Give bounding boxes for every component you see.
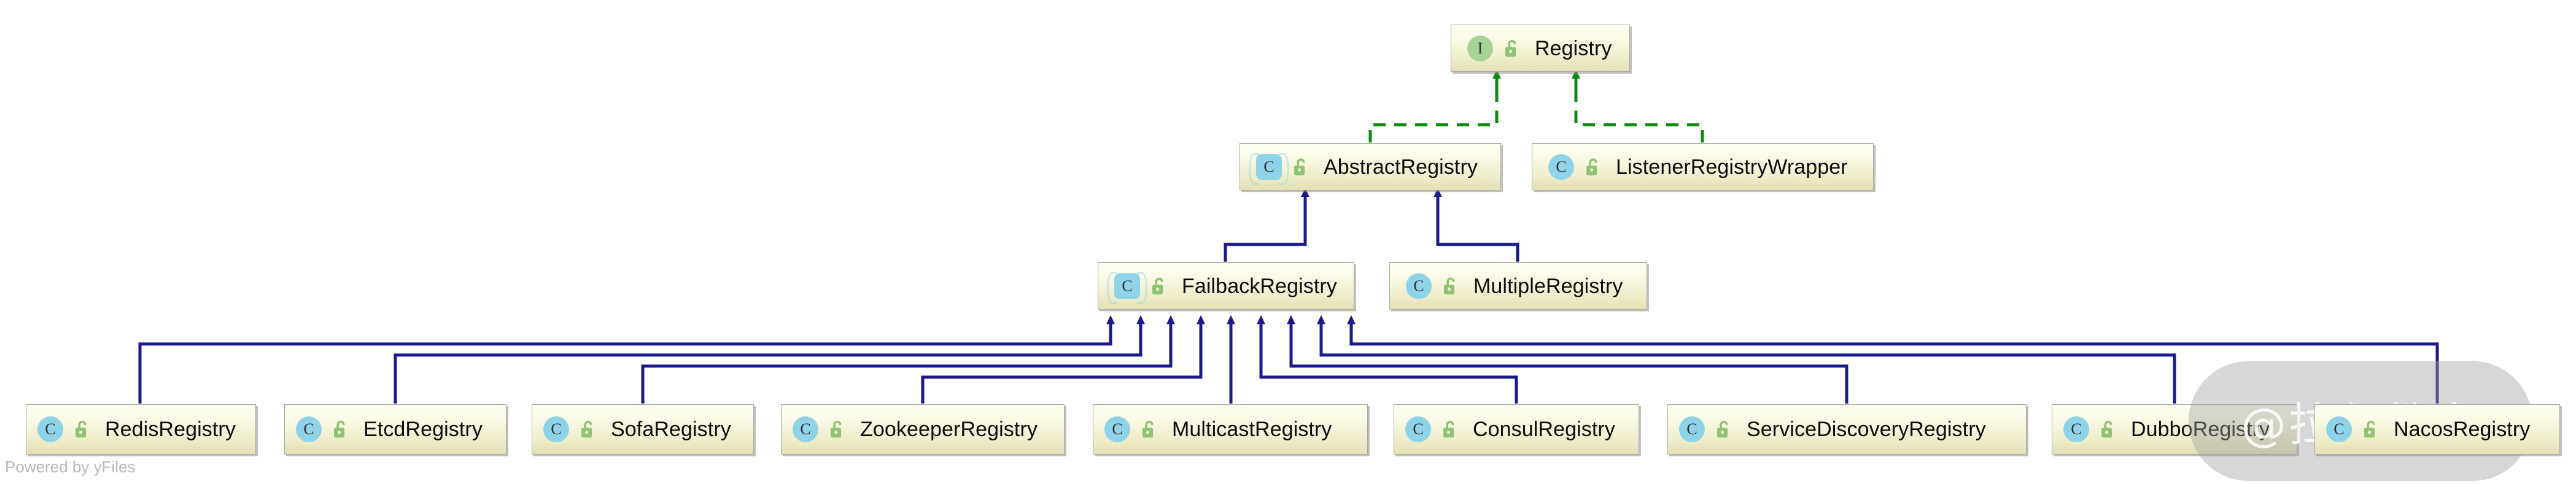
class-node-label: EtcdRegistry: [363, 418, 483, 441]
class-node-sofa-registry[interactable]: C SofaRegistry: [532, 404, 754, 455]
edge-service-discovery-registry-to-failback-registry: [1287, 315, 1849, 404]
class-node-label: DubboRegistry: [2131, 418, 2270, 441]
class-badge-icon: C: [2063, 416, 2089, 442]
class-node-nacos-registry[interactable]: C NacosRegistry: [2314, 404, 2560, 455]
node-icons: C: [543, 416, 597, 442]
unlock-icon: [1294, 158, 1305, 175]
class-badge-icon: C: [1548, 154, 1574, 180]
edge-multiple-registry-to-abstract-registry: [1433, 188, 1519, 262]
class-node-label: ConsulRegistry: [1473, 418, 1615, 441]
unlock-icon: [76, 421, 87, 438]
edge-redis-registry-to-failback-registry: [138, 315, 1115, 404]
powered-by-credit: Powered by yFiles: [5, 458, 136, 476]
class-node-label: ZookeeperRegistry: [860, 418, 1038, 441]
class-badge-icon: C: [1679, 416, 1705, 442]
node-icons: C: [1406, 273, 1460, 299]
class-node-label: FailbackRegistry: [1182, 274, 1337, 298]
class-node-multiple-registry[interactable]: C MultipleRegistry: [1389, 262, 1647, 310]
unlock-icon: [334, 421, 345, 438]
class-badge-icon: C: [296, 416, 322, 442]
class-node-label: ServiceDiscoveryRegistry: [1747, 418, 1986, 441]
edge-failback-registry-to-abstract-registry: [1224, 188, 1309, 262]
class-node-service-discovery-registry[interactable]: C ServiceDiscoveryRegistry: [1667, 404, 2027, 455]
node-icons: C: [1548, 154, 1602, 180]
node-icons: C: [2063, 416, 2117, 442]
class-node-label: NacosRegistry: [2394, 418, 2531, 441]
unlock-icon: [1586, 158, 1597, 175]
class-node-zookeeper-registry[interactable]: C ZookeeperRegistry: [781, 404, 1065, 455]
abstract-class-badge-icon: C: [1107, 271, 1147, 304]
class-badge-icon: C: [1405, 416, 1431, 442]
class-node-redis-registry[interactable]: C RedisRegistry: [26, 404, 256, 455]
class-node-consul-registry[interactable]: C ConsulRegistry: [1394, 404, 1639, 455]
abstract-class-badge-icon: C: [1249, 152, 1289, 185]
class-badge-icon: C: [543, 416, 569, 442]
node-icons: C: [1405, 416, 1459, 442]
unlock-icon: [831, 421, 842, 438]
edge-listener-registry-wrapper-to-registry: [1572, 69, 1704, 142]
interface-badge-icon: I: [1467, 35, 1493, 61]
node-icons: C: [2326, 416, 2380, 442]
class-node-abstract-registry[interactable]: C AbstractRegistry: [1240, 143, 1501, 190]
edge-sofa-registry-to-failback-registry: [641, 315, 1175, 404]
unlock-icon: [2364, 421, 2375, 438]
class-node-dubbo-registry[interactable]: C DubboRegistry: [2052, 404, 2297, 455]
edge-dubbo-registry-to-failback-registry: [1317, 315, 2176, 404]
class-badge-icon: C: [793, 416, 818, 442]
class-node-multicast-registry[interactable]: C MulticastRegistry: [1093, 404, 1368, 455]
class-badge-icon: C: [2326, 416, 2352, 442]
class-node-failback-registry[interactable]: C FailbackRegistry: [1098, 262, 1354, 310]
unlock-icon: [1505, 39, 1516, 57]
class-node-label: Registry: [1535, 36, 1612, 60]
unlock-icon: [1143, 421, 1154, 438]
node-icons: C: [1249, 152, 1310, 185]
node-icons: C: [793, 416, 847, 442]
edge-zookeeper-registry-to-failback-registry: [921, 315, 1205, 404]
class-node-label: RedisRegistry: [105, 418, 236, 441]
edge-nacos-registry-to-failback-registry: [1347, 315, 2439, 404]
node-icons: I: [1467, 35, 1521, 61]
node-icons: C: [1107, 271, 1168, 304]
node-icons: C: [1679, 416, 1733, 442]
class-node-etcd-registry[interactable]: C EtcdRegistry: [284, 404, 506, 455]
class-node-label: MultipleRegistry: [1473, 274, 1623, 298]
class-badge-icon: C: [37, 416, 63, 442]
edge-consul-registry-to-failback-registry: [1257, 315, 1518, 404]
class-node-label: AbstractRegistry: [1324, 155, 1478, 179]
unlock-icon: [1152, 277, 1163, 294]
node-icons: C: [1104, 416, 1158, 442]
class-badge-icon: C: [1406, 273, 1432, 299]
edge-abstract-registry-to-registry: [1368, 69, 1501, 142]
unlock-icon: [581, 421, 592, 438]
unlock-icon: [1717, 421, 1728, 438]
class-node-registry[interactable]: I Registry: [1451, 25, 1630, 72]
unlock-icon: [1443, 421, 1454, 438]
unlock-icon: [2101, 421, 2112, 438]
node-icons: C: [296, 416, 350, 442]
class-node-label: ListenerRegistryWrapper: [1616, 155, 1848, 179]
unlock-icon: [1444, 277, 1455, 294]
class-node-label: SofaRegistry: [611, 418, 731, 441]
class-node-label: MulticastRegistry: [1172, 418, 1332, 441]
class-badge-icon: C: [1104, 416, 1130, 442]
node-icons: C: [37, 416, 91, 442]
edge-etcd-registry-to-failback-registry: [394, 315, 1145, 404]
class-node-listener-registry-wrapper[interactable]: C ListenerRegistryWrapper: [1532, 143, 1874, 190]
